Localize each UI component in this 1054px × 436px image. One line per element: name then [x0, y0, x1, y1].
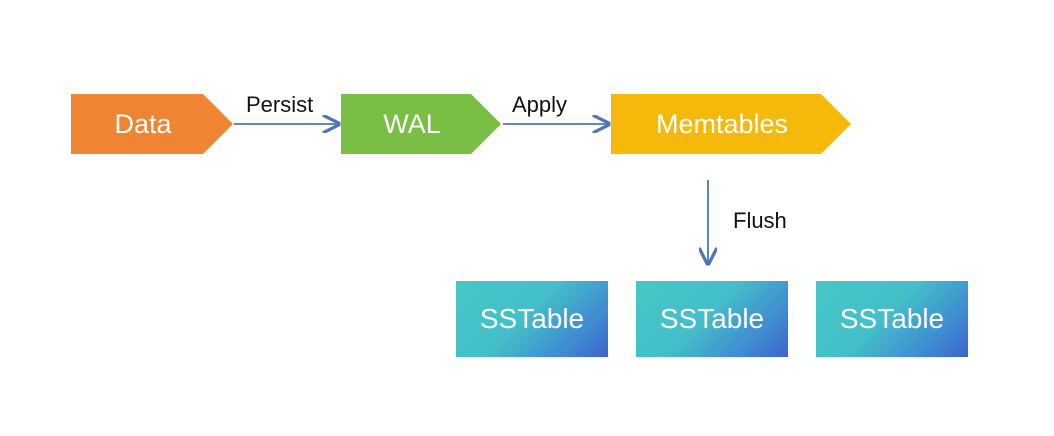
sstable-box-3: SSTable: [816, 281, 968, 357]
sstable-box-1: SSTable: [456, 281, 608, 357]
memtables-stage: Memtables: [611, 94, 851, 154]
data-stage-label: Data: [114, 108, 172, 139]
wal-stage-label: WAL: [383, 108, 441, 139]
memtables-stage-label: Memtables: [655, 108, 789, 139]
data-stage: Data: [71, 94, 233, 154]
apply-label: Apply: [512, 92, 568, 117]
flush-label: Flush: [733, 208, 787, 233]
persist-label: Persist: [246, 92, 314, 117]
sstable-box-2: SSTable: [636, 281, 788, 357]
wal-stage: WAL: [341, 94, 501, 154]
